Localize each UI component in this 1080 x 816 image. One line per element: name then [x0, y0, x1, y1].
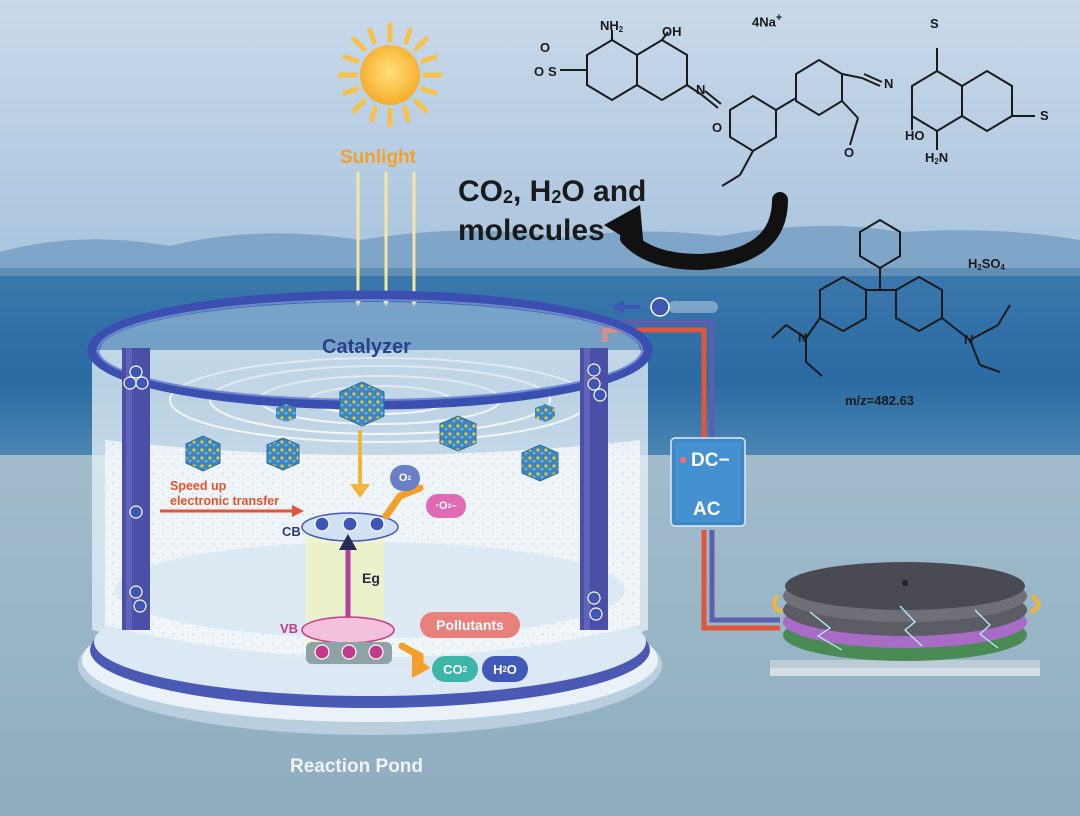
- sulfuric-acid-label: H2SO4: [968, 256, 1005, 272]
- oxygen-atom-1: O: [534, 64, 545, 79]
- methoxy-oxygen-1: O: [712, 120, 723, 135]
- band-diagram: [301, 430, 430, 678]
- sulfonate-2: S: [930, 16, 939, 31]
- azo-nitrogen-2: N: [884, 76, 894, 91]
- methoxy-oxygen-2: O: [844, 145, 855, 160]
- products-line-2: molecules: [458, 214, 605, 247]
- sunlight-label: Sunlight: [340, 147, 416, 168]
- degradation-arrow-icon: [604, 192, 788, 271]
- electron-cb-3: [369, 516, 385, 532]
- electron-cb-1: [314, 516, 330, 532]
- catalyst-particles: [185, 381, 559, 482]
- electron-cb-2: [342, 516, 358, 532]
- pollutants-badge: Pollutants: [420, 612, 520, 638]
- sky: [0, 0, 1080, 270]
- horizon-band: [0, 268, 1080, 276]
- iminium-nitrogen: N: [964, 332, 974, 347]
- speed-up-label: Speed up electronic transfer: [170, 479, 279, 509]
- sulfonate-3: S: [1040, 108, 1049, 123]
- products-label: CO2, H2O and molecules: [458, 175, 646, 248]
- hydroxyl-group-2: HO: [905, 128, 925, 143]
- amine-group-1: NH2: [600, 18, 624, 34]
- hole-vb-3: [368, 644, 384, 660]
- products-line-1: CO2, H2O and: [458, 175, 647, 208]
- sodium-label: 4Na+: [752, 12, 783, 30]
- sulfonate-1: S: [548, 64, 557, 79]
- catalyzer-label: Catalyzer: [322, 336, 411, 358]
- electron-flow-arrow: [612, 297, 718, 317]
- dc-ac-converter: [670, 437, 746, 527]
- hole-vb-1: [314, 644, 330, 660]
- speed-up-line-2: electronic transfer: [170, 494, 280, 508]
- azo-nitrogen-1: N: [696, 82, 706, 97]
- converter-dc-label: DC−: [691, 450, 730, 471]
- eg-label: Eg: [362, 570, 380, 586]
- reaction-pond-label: Reaction Pond: [290, 756, 424, 777]
- hole-vb-2: [341, 644, 357, 660]
- electrode-left: [122, 348, 150, 630]
- oxygen-atom-2: O: [540, 40, 551, 55]
- converter-ac-label: AC: [693, 499, 721, 520]
- dye-structure-2: [771, 218, 1011, 377]
- amine-nitrogen: N: [798, 330, 808, 345]
- hydroxyl-group-1: OH: [662, 24, 682, 39]
- amine-group-2: H2N: [925, 150, 949, 166]
- sun-icon: [337, 22, 443, 128]
- vb-label: VB: [280, 621, 299, 636]
- speed-up-arrow: [160, 505, 304, 517]
- electrode-right: [580, 348, 608, 630]
- speed-up-line-1: Speed up: [170, 479, 227, 493]
- circuit-wires: [595, 319, 780, 631]
- mass-charge-label: m/z=482.63: [845, 393, 915, 408]
- azo-dye-structure: [560, 30, 1035, 187]
- nanogenerator-disk: [770, 562, 1041, 676]
- mountains: [0, 225, 1080, 280]
- cb-label: CB: [282, 524, 301, 539]
